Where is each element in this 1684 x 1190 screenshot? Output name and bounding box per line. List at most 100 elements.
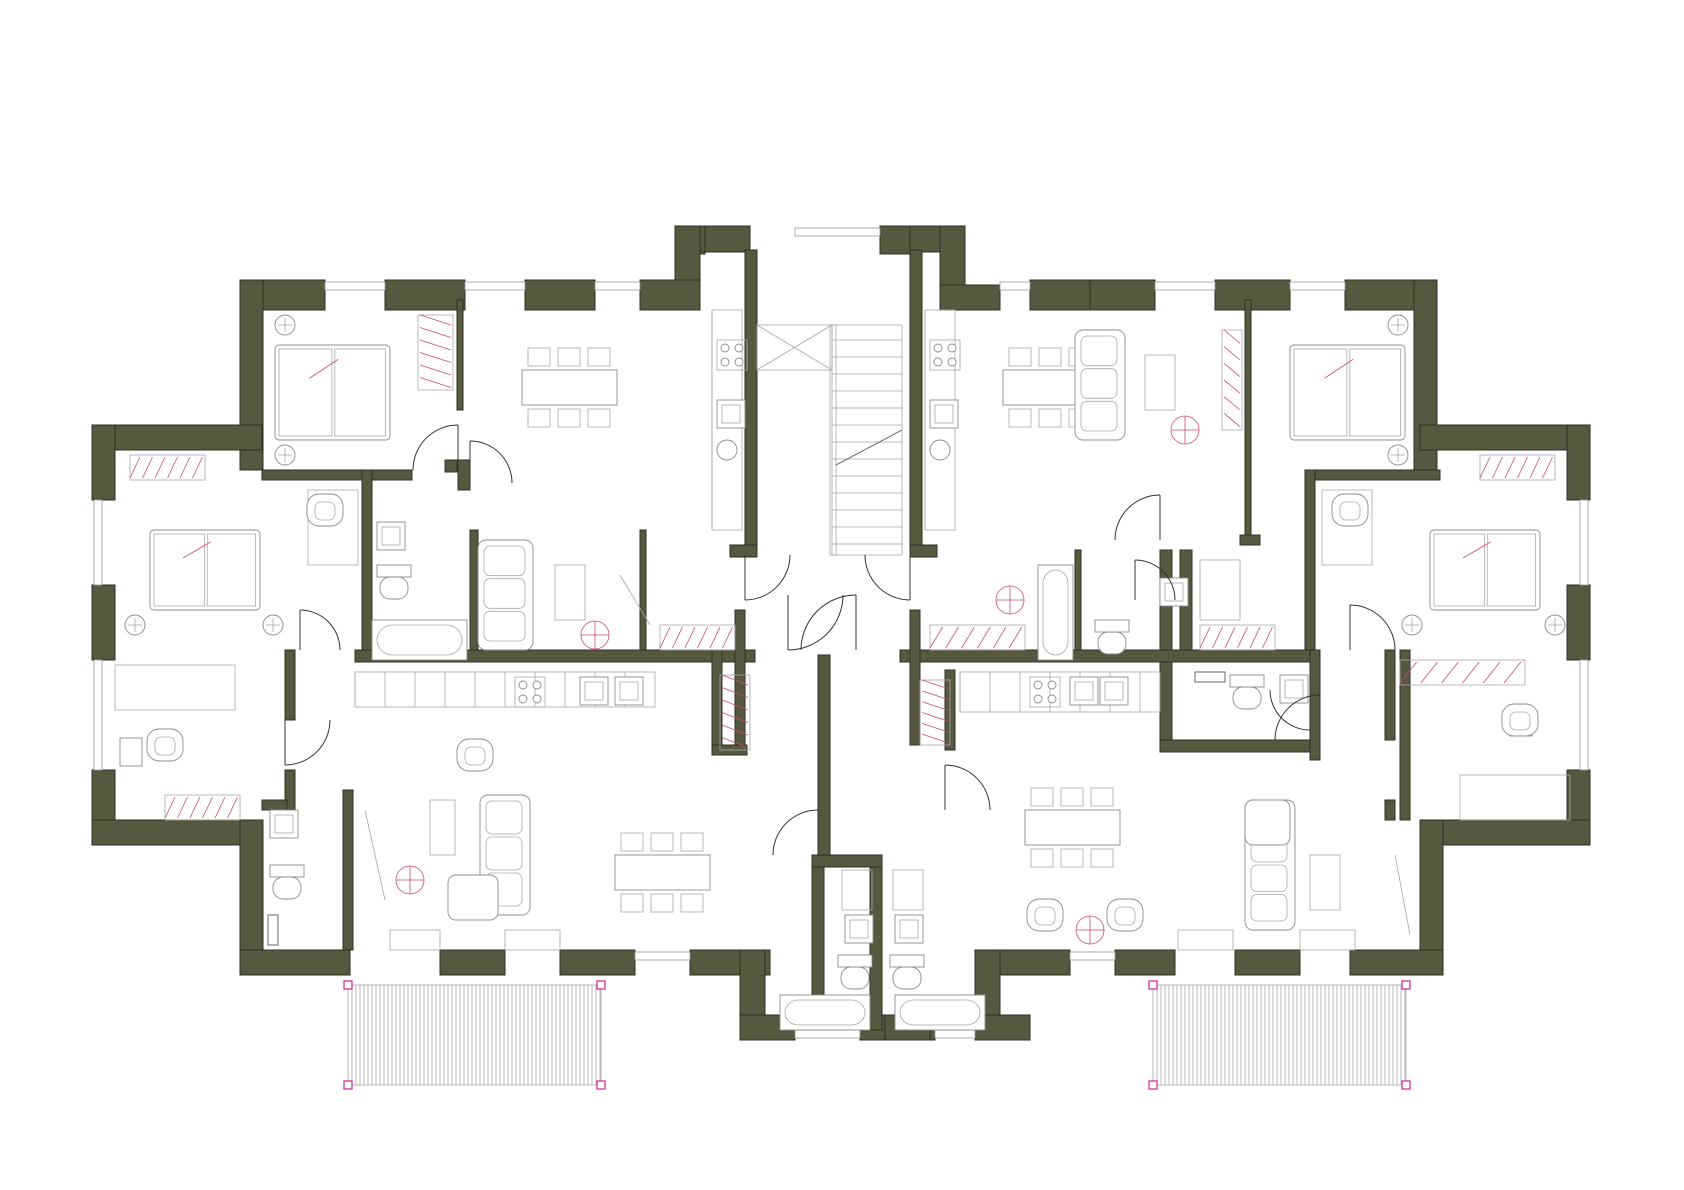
bathtub-basin — [1042, 569, 1069, 656]
balcony-post — [343, 980, 353, 990]
dining-chair — [1060, 848, 1084, 868]
wall-segment — [909, 544, 938, 558]
dining-chair — [680, 832, 704, 852]
door-swing-icon — [800, 594, 857, 651]
bed-pillow — [1349, 348, 1401, 437]
burner — [720, 343, 730, 353]
balconies — [343, 980, 1411, 1090]
sink-bowl — [584, 681, 604, 701]
wall-segment — [1349, 949, 1444, 976]
toilet-tank — [889, 954, 925, 968]
balcony-deck — [1152, 984, 1407, 1086]
sofa-icon — [1074, 329, 1126, 441]
dining-chair — [527, 347, 551, 367]
burner — [1033, 694, 1043, 704]
window — [93, 499, 103, 586]
wall-segment — [469, 529, 479, 651]
desk-icon — [114, 664, 236, 711]
wall-segment — [1419, 424, 1591, 451]
hanger — [684, 626, 696, 649]
burner — [518, 694, 528, 704]
window — [1289, 281, 1346, 291]
window — [93, 659, 103, 771]
wall-segment — [342, 789, 354, 951]
dining-chair — [1008, 347, 1032, 367]
wall-segment — [879, 225, 911, 255]
door-swing-icon — [1349, 604, 1396, 651]
french-door-leaf — [504, 929, 561, 951]
hanger — [1483, 661, 1501, 684]
sofa-cushion — [485, 836, 523, 871]
wall-segment — [284, 649, 296, 721]
dining-chair — [1090, 848, 1114, 868]
armchair-icon — [306, 493, 344, 527]
wall-segment — [734, 609, 746, 751]
armchair-icon — [1106, 898, 1144, 932]
bed-pillow — [278, 348, 333, 437]
hanger — [177, 796, 188, 819]
wall-segment — [639, 529, 647, 651]
hanger — [721, 687, 749, 698]
toilet-tank — [837, 954, 873, 968]
toilet-tank — [376, 564, 412, 578]
window — [794, 227, 881, 237]
door-swing-icon — [772, 809, 819, 856]
wall-segment — [729, 544, 758, 558]
wall-segment — [744, 249, 758, 556]
wall-segment — [939, 284, 1001, 311]
sink-icon — [929, 399, 959, 429]
hanger — [1420, 661, 1438, 684]
window — [1579, 499, 1589, 586]
sink-icon — [579, 676, 609, 706]
door-swing-icon — [1114, 494, 1161, 541]
bed-sheet-fold — [309, 358, 339, 379]
hanger — [1262, 626, 1273, 649]
wall-segment — [261, 799, 288, 811]
dining-chair — [680, 893, 704, 913]
dining-chair — [650, 893, 674, 913]
wall-segment — [559, 949, 636, 976]
hanger — [921, 722, 949, 733]
balcony-post — [343, 1080, 353, 1090]
dining-chair — [1030, 787, 1054, 807]
burner — [532, 694, 542, 704]
sink-bowl — [934, 404, 954, 424]
dining-chair — [1008, 408, 1032, 428]
bathtub-icon — [894, 994, 986, 1031]
burner — [1047, 694, 1057, 704]
double-bed-icon — [1289, 344, 1406, 441]
door-swing-icon — [1274, 694, 1321, 741]
sink-bowl — [899, 919, 919, 939]
armchair-seat — [1114, 906, 1136, 926]
french-door-leaf — [1299, 929, 1356, 951]
hanger — [1223, 329, 1241, 344]
armchair-icon — [1331, 493, 1369, 527]
wall-segment — [1439, 819, 1591, 846]
bathtub-basin — [784, 999, 866, 1026]
bedroom-desk — [1321, 489, 1373, 566]
burner — [1047, 680, 1057, 690]
wall-segment — [439, 949, 506, 976]
bathtub-icon — [1037, 564, 1074, 661]
hanger — [227, 796, 238, 819]
radiator-icon — [1194, 671, 1226, 683]
hanger — [921, 701, 949, 711]
window — [1069, 951, 1116, 961]
wardrobe-icon — [1399, 659, 1526, 686]
stair-handrail — [829, 324, 837, 556]
armchair-seat — [1509, 711, 1531, 731]
cooktop-icon — [514, 676, 546, 708]
wall-segment — [1566, 424, 1591, 501]
desk-icon — [1309, 854, 1341, 911]
balcony-post — [596, 980, 606, 990]
hanger — [721, 674, 749, 686]
wall-segment — [1114, 949, 1176, 976]
tv-unit — [619, 574, 651, 626]
dining-table-icon — [614, 854, 711, 891]
hanger — [697, 626, 708, 649]
french-door-leaf — [389, 929, 441, 951]
wardrobe-icon — [1199, 624, 1276, 651]
sofa-cushion — [1250, 864, 1288, 892]
hanger — [1249, 626, 1261, 649]
dining-chair — [587, 408, 611, 428]
